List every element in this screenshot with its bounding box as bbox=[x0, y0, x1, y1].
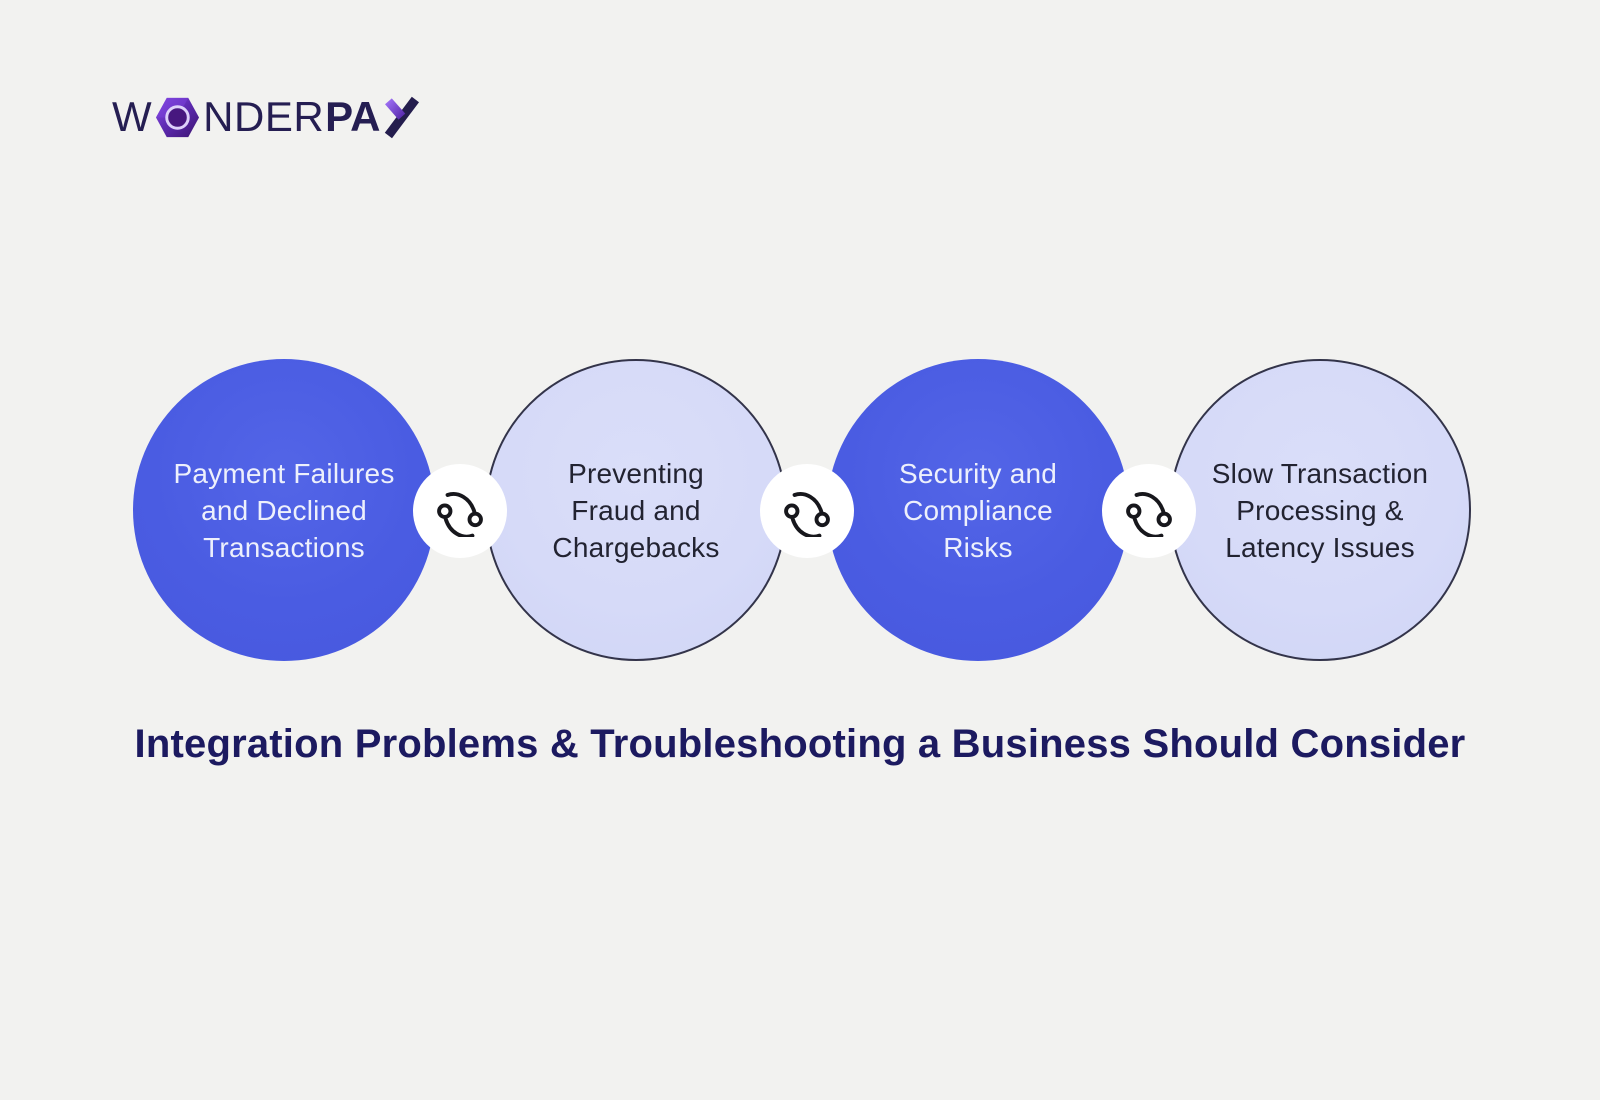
connector-badge bbox=[760, 464, 854, 558]
circle-label: Preventing Fraud and Chargebacks bbox=[552, 455, 719, 566]
circle-label: Payment Failures and Declined Transactio… bbox=[173, 455, 394, 566]
link-icon bbox=[784, 492, 830, 537]
stylized-y-icon bbox=[385, 96, 420, 138]
circle-payment-failures: Payment Failures and Declined Transactio… bbox=[133, 359, 435, 661]
circle-label-line: Compliance bbox=[903, 494, 1053, 526]
circle-label-line: Security and bbox=[898, 457, 1058, 489]
circle-label-line: Latency Issues bbox=[1225, 531, 1415, 563]
circle-label-line: Transactions bbox=[203, 531, 365, 563]
link-icon bbox=[437, 492, 483, 537]
circle-label: Security and Compliance Risks bbox=[899, 455, 1057, 566]
logo-text-nder: NDER bbox=[203, 93, 325, 140]
circle-preventing-fraud: Preventing Fraud and Chargebacks bbox=[485, 359, 787, 661]
circle-slow-transactions: Slow Transaction Processing & Latency Is… bbox=[1169, 359, 1471, 661]
link-icon bbox=[1126, 492, 1172, 537]
circle-label-line: Risks bbox=[943, 531, 1013, 563]
connector-badge bbox=[1102, 464, 1196, 558]
circle-label-line: Processing & bbox=[1236, 494, 1404, 526]
circle-label-line: and Declined bbox=[201, 494, 367, 526]
circle-label-line: Preventing bbox=[568, 457, 704, 489]
circle-label-line: Chargebacks bbox=[552, 531, 720, 563]
connector-badge bbox=[413, 464, 507, 558]
page-title: Integration Problems & Troubleshooting a… bbox=[134, 722, 1466, 766]
logo-text-w: W bbox=[112, 93, 153, 140]
circle-label-line: Slow Transaction bbox=[1211, 457, 1429, 489]
logo-text-pa: PA bbox=[325, 93, 381, 140]
circle-security-compliance: Security and Compliance Risks bbox=[827, 359, 1129, 661]
circle-label: Slow Transaction Processing & Latency Is… bbox=[1212, 455, 1428, 566]
circle-label-line: Fraud and bbox=[571, 494, 701, 526]
wonderpay-logo: W NDER PA bbox=[112, 92, 420, 142]
hexagon-o-icon bbox=[156, 97, 200, 137]
circle-label-line: Payment Failures bbox=[173, 457, 395, 489]
